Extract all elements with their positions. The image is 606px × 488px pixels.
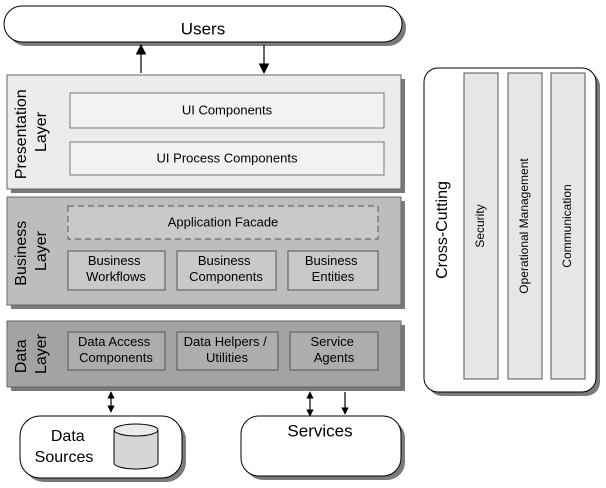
data-access-components-label: Data Access Components <box>78 334 154 365</box>
data-layer: Data Layer Data Access Components Data H… <box>6 320 405 391</box>
ui-components-box <box>69 92 385 129</box>
service-agents-label: Service Agents <box>311 334 358 365</box>
cross-cutting-panel: Cross-Cutting Security Operational Manag… <box>423 67 600 396</box>
database-cylinder-icon <box>113 423 159 470</box>
business-entities-box <box>287 250 379 291</box>
business-components-box <box>176 250 277 291</box>
presentation-layer: Presentation Layer UI Components UI Proc… <box>6 74 405 193</box>
services-label: Services <box>287 421 352 440</box>
data-helpers-box <box>176 331 279 371</box>
services-box: Services <box>240 415 405 480</box>
business-components-label: Business Components <box>189 253 263 284</box>
business-entities-label: Business Entities <box>305 253 361 284</box>
business-layer: Business Layer Application Facade Busine… <box>6 196 405 309</box>
data-helpers-label: Data Helpers / Utilities <box>184 334 271 365</box>
ui-process-components-box <box>69 141 385 176</box>
ui-components-label: UI Components <box>182 102 273 117</box>
data-sources-label: Data Sources <box>35 428 94 466</box>
users-box: Users <box>3 5 406 46</box>
data-layer-title: Data Layer <box>13 333 50 374</box>
business-workflows-box <box>67 250 166 291</box>
ui-process-components-label: UI Process Components <box>157 150 298 165</box>
operational-management-label: Operational Management <box>517 158 531 294</box>
service-agents-box <box>289 331 379 371</box>
business-layer-title: Business Layer <box>13 216 50 285</box>
application-facade-box <box>67 205 379 240</box>
security-label: Security <box>473 204 487 247</box>
cross-cutting-title: Cross-Cutting <box>434 181 451 279</box>
presentation-layer-title: Presentation Layer <box>13 85 50 179</box>
data-sources-box: Data Sources <box>19 415 186 482</box>
data-access-components-box <box>67 331 166 371</box>
application-facade-label: Application Facade <box>168 214 279 229</box>
communication-column <box>550 72 586 380</box>
security-column <box>463 72 499 380</box>
business-workflows-label: Business Workflows <box>86 253 146 284</box>
users-label: Users <box>181 19 225 38</box>
communication-label: Communication <box>560 184 574 267</box>
operational-management-column <box>507 72 543 380</box>
